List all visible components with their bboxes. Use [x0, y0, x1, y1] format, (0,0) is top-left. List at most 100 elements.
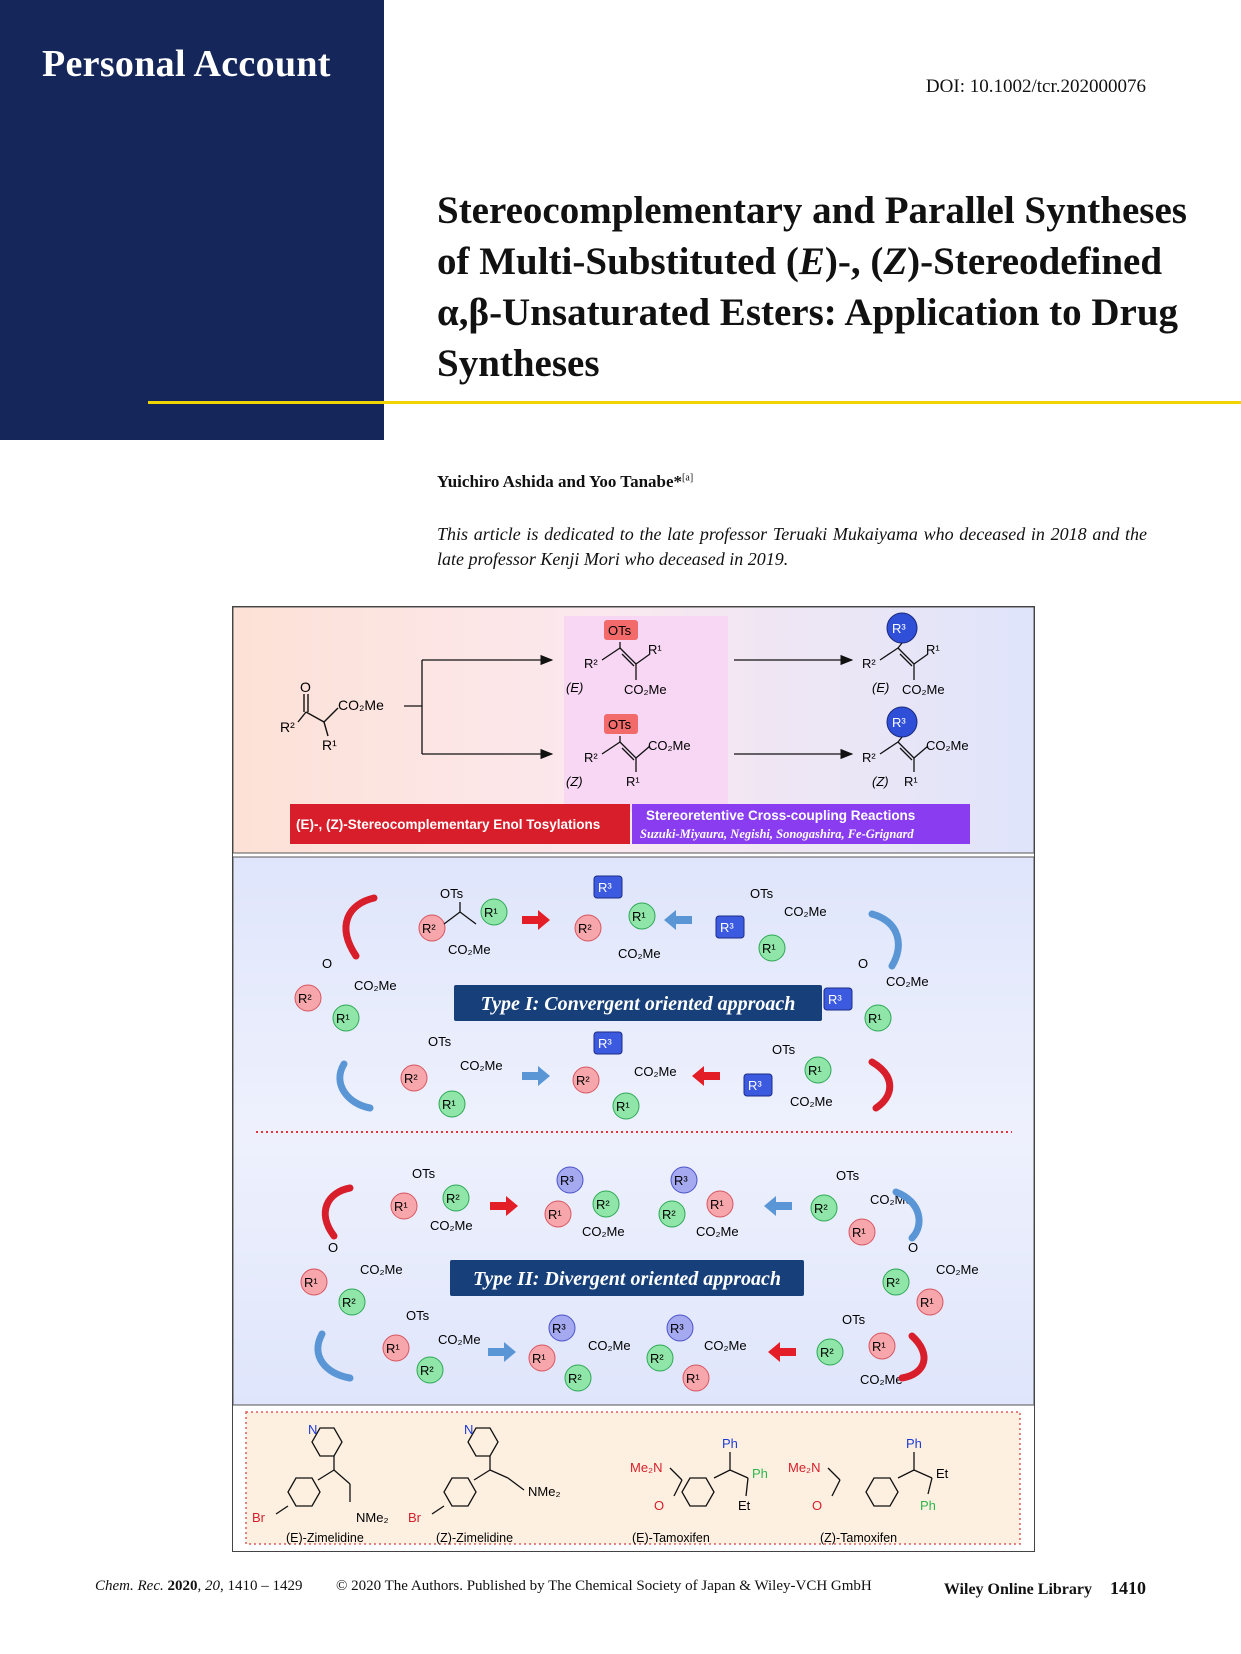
r1-label: R¹ — [442, 1097, 456, 1112]
r2-label: R² — [862, 750, 876, 765]
cross-coupling-label: Stereoretentive Cross-coupling Reactions — [646, 808, 915, 823]
r2-label: R² — [568, 1371, 582, 1386]
graphical-abstract: O R² CO₂Me R¹ OTs R² R¹ (E) CO₂Me OTs — [232, 606, 1035, 1552]
journal-masthead: THE CHEMICAL RECORD — [1015, 282, 1201, 387]
ketoester-start: O R² CO₂Me R¹ — [280, 679, 384, 753]
drug-label-e-tamoxifen: (E)-Tamoxifen — [632, 1531, 710, 1545]
citation-footer: Chem. Rec. 2020, 20, 1410 – 1429 — [95, 1578, 303, 1594]
cross-coupling-methods: Suzuki-Miyaura, Negishi, Sonogashira, Fe… — [640, 827, 914, 841]
r1-label: R¹ — [484, 905, 498, 920]
et-label: Et — [738, 1498, 751, 1513]
drug-label-z-zimelidine: (Z)-Zimelidine — [436, 1531, 513, 1545]
r2-label: R² — [584, 656, 598, 671]
r2-label: R² — [298, 991, 312, 1006]
e-product: R³ R² R¹ (E) CO₂Me — [862, 612, 945, 697]
r1-label: R¹ — [322, 737, 337, 753]
r1-label: R¹ — [616, 1099, 630, 1114]
library-footer: Wiley Online Library 1410 — [944, 1578, 1146, 1599]
co2me-label: CO₂Me — [448, 942, 491, 957]
type2-banner — [450, 1260, 804, 1296]
r1-label: R¹ — [686, 1371, 700, 1386]
r1-label: R¹ — [304, 1275, 318, 1290]
oxo-label: O — [328, 1240, 338, 1255]
journal-pages: 1410 – 1429 — [227, 1578, 303, 1594]
z-tag: (Z) — [566, 774, 583, 789]
co2me-label: CO₂Me — [588, 1338, 631, 1353]
z-product: R³ R² CO₂Me (Z) R¹ — [862, 706, 969, 789]
r2-label: R² — [886, 1275, 900, 1290]
journal-year: 2020 — [167, 1578, 198, 1594]
blue-arrow — [522, 1066, 550, 1086]
type2-top-row: OTs R¹ R² CO₂Me R³ R¹ R² CO₂Me R³ R² R¹ … — [390, 1166, 913, 1246]
author-affiliation-mark: [a] — [682, 472, 694, 484]
yellow-divider — [148, 401, 1241, 404]
r3-label: R³ — [828, 992, 842, 1007]
type2-bottom-row: OTs R¹ CO₂Me R² R³ R¹ CO₂Me R² R³ R² CO₂… — [382, 1308, 903, 1392]
ots-label: OTs — [428, 1034, 452, 1049]
enol-tosylation-bar — [290, 804, 630, 844]
nme2-label: NMe₂ — [528, 1484, 561, 1499]
r3-label: R³ — [674, 1173, 688, 1188]
cross-coupling-bar — [632, 804, 970, 844]
r2-label: R² — [662, 1207, 676, 1222]
r1-label: R¹ — [532, 1351, 546, 1366]
z-enol-tosylate: OTs R² CO₂Me (Z) R¹ — [566, 714, 691, 789]
r2-label: R² — [820, 1345, 834, 1360]
title-z: Z — [883, 240, 908, 283]
r1-label: R¹ — [852, 1225, 866, 1240]
author-list: Yuichiro Ashida and Yoo Tanabe*[a] — [437, 472, 693, 492]
wiley-library-link[interactable]: Wiley Online Library — [943, 1581, 1092, 1598]
red-arrow — [768, 1342, 796, 1362]
middle-panel — [232, 856, 1035, 1406]
r1-label: R¹ — [386, 1341, 400, 1356]
header-navy-block — [0, 0, 384, 440]
r3-label: R³ — [560, 1173, 574, 1188]
ots-label: OTs — [608, 717, 632, 732]
r2-label: R² — [814, 1201, 828, 1216]
doi-link[interactable]: DOI: 10.1002/tcr.202000076 — [925, 76, 1146, 97]
r2-label: R² — [446, 1191, 460, 1206]
r2-label: R² — [584, 750, 598, 765]
co2me-label: CO₂Me — [354, 978, 397, 993]
type2-ketoesters: O R¹ CO₂Me R² O R² CO₂Me R¹ — [300, 1240, 979, 1316]
co2me-label: CO₂Me — [338, 697, 384, 713]
red-arrow — [692, 1066, 720, 1086]
title-part-3: )-Stereodefined α,β-Unsaturated Esters: … — [437, 240, 1179, 385]
oxo-label: O — [858, 956, 868, 971]
blue-arrow — [664, 910, 692, 930]
r3-label: R³ — [892, 621, 906, 636]
co2me-label: CO₂Me — [624, 682, 667, 697]
type1-label: Type I: Convergent oriented approach — [481, 993, 796, 1015]
co2me-label: CO₂Me — [926, 738, 969, 753]
z-tag: (Z) — [872, 774, 889, 789]
e-zimelidine: N Br NMe₂ (E)-Zimelidine — [252, 1422, 389, 1545]
enol-highlight — [564, 616, 728, 812]
nme2-label: NMe₂ — [356, 1510, 389, 1525]
co2me-label: CO₂Me — [696, 1224, 739, 1239]
r1-label: R¹ — [868, 1011, 882, 1026]
blue-arrow — [488, 1342, 516, 1362]
type1-bottom-row: OTs R² CO₂Me R¹ R³ R² CO₂Me R¹ OTs R³ R¹… — [400, 1031, 833, 1120]
r2-label: R² — [280, 719, 295, 735]
oxo-label: O — [322, 956, 332, 971]
me2n-label: Me₂N — [630, 1460, 663, 1475]
drugs-panel — [245, 1411, 1021, 1545]
page-number: 1410 — [1110, 1578, 1146, 1598]
r1-label: R¹ — [710, 1197, 724, 1212]
co2me-label: CO₂Me — [860, 1372, 903, 1387]
co2me-label: CO₂Me — [430, 1218, 473, 1233]
r1-label: R¹ — [808, 1063, 822, 1078]
r1-label: R¹ — [626, 774, 640, 789]
ots-label: OTs — [772, 1042, 796, 1057]
e-enol-tosylate: OTs R² R¹ (E) CO₂Me — [566, 620, 667, 697]
type2-curved-arrows — [314, 1184, 928, 1382]
r3-label: R³ — [748, 1078, 762, 1093]
r3-label: R³ — [552, 1321, 566, 1336]
e-tag: (E) — [872, 680, 889, 695]
r2-label: R² — [596, 1197, 610, 1212]
r2-label: R² — [862, 656, 876, 671]
masthead-line-3: RECORD — [1057, 354, 1201, 385]
co2me-label: CO₂Me — [704, 1338, 747, 1353]
co2me-label: CO₂Me — [360, 1262, 403, 1277]
et-label: Et — [936, 1466, 949, 1481]
